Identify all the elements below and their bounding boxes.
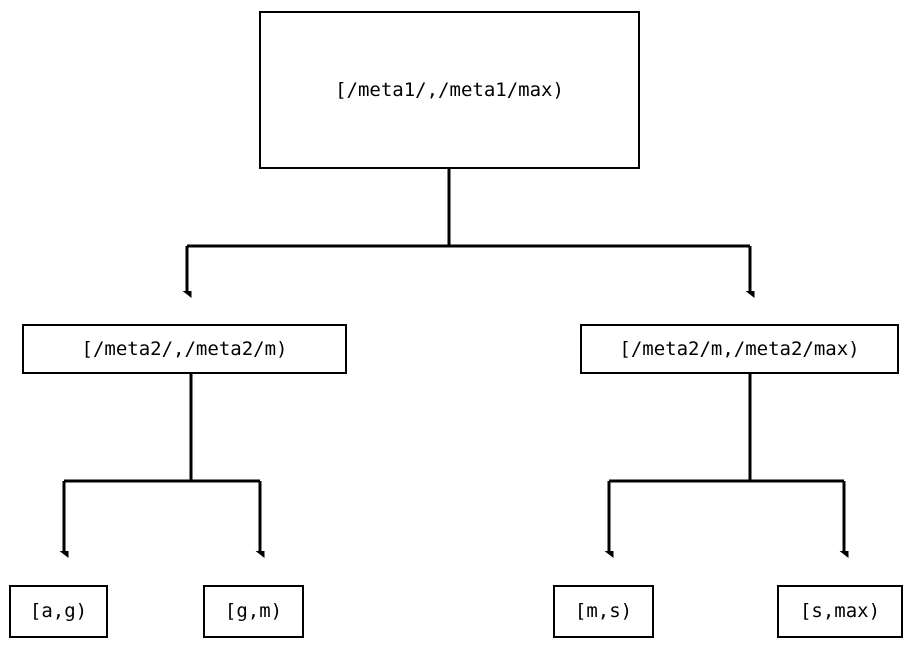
edge-midright-to-leaves <box>609 374 844 551</box>
tree-node-mid-left[interactable]: [/meta2/,/meta2/m) <box>22 324 347 374</box>
tree-node-leaf-s-max[interactable]: [s,max) <box>777 585 903 638</box>
edge-root-to-level1 <box>187 169 750 291</box>
tree-node-root[interactable]: [/meta1/,/meta1/max) <box>259 11 640 169</box>
tree-node-leaf-a-g[interactable]: [a,g) <box>9 585 108 638</box>
tree-node-leaf-m-s[interactable]: [m,s) <box>553 585 654 638</box>
tree-node-leaf-g-m[interactable]: [g,m) <box>203 585 304 638</box>
tree-node-mid-right[interactable]: [/meta2/m,/meta2/max) <box>580 324 899 374</box>
edge-midleft-to-leaves <box>64 374 260 551</box>
